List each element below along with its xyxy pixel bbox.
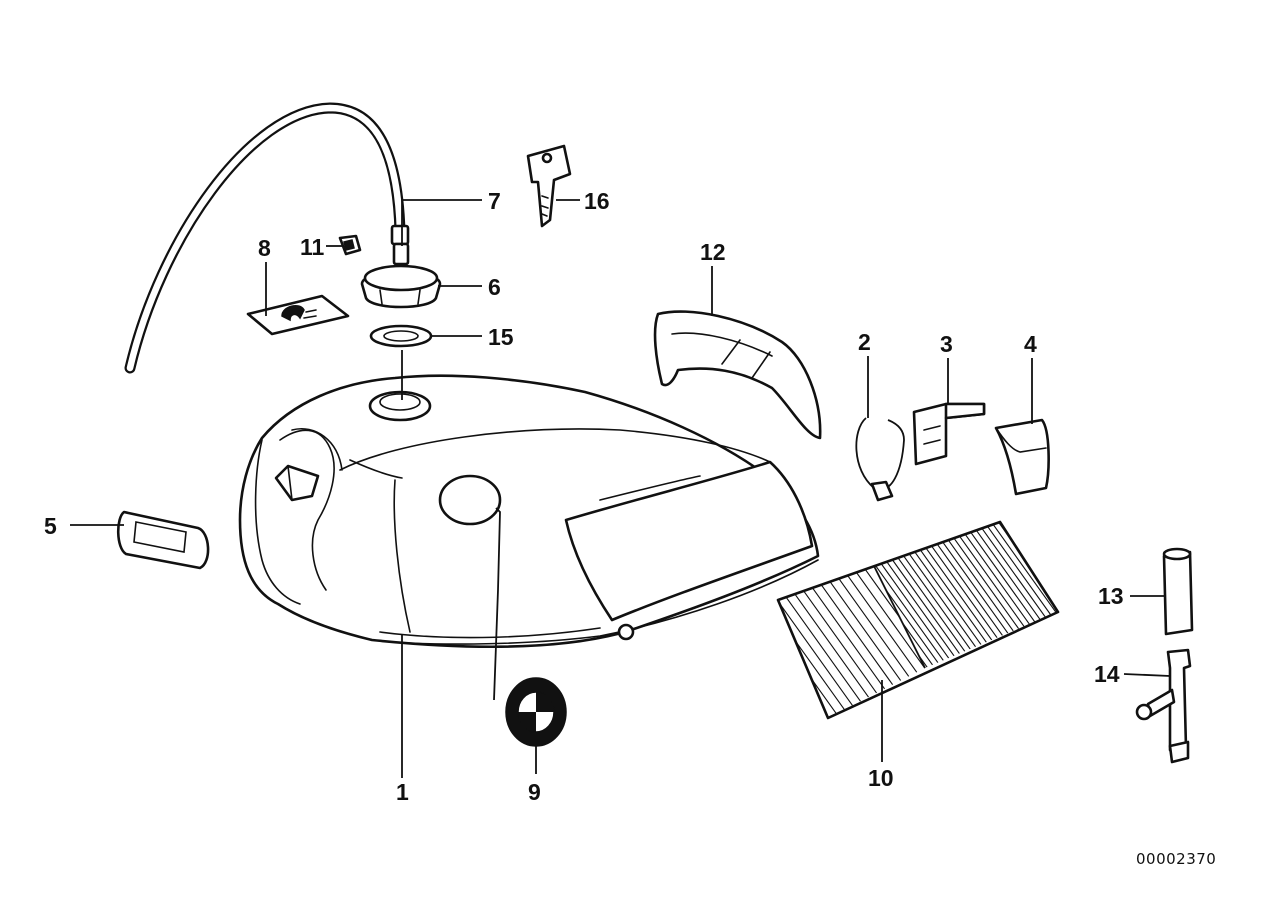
hatch-line (1072, 520, 1222, 730)
ignition-key (526, 144, 572, 228)
breather-hose (124, 102, 410, 374)
rubber-pad (994, 418, 1050, 496)
callout-2: 2 (858, 329, 871, 355)
callout-12: 12 (700, 239, 726, 265)
callout-10: 10 (868, 765, 894, 791)
callout-9: 9 (528, 779, 541, 805)
hatch-line (898, 522, 1050, 668)
hatch-line (891, 522, 1043, 668)
hatch-line (989, 522, 1058, 668)
callout-15: 15 (488, 324, 514, 350)
hatch-line (874, 522, 994, 668)
hatch-line (919, 522, 1058, 668)
filler-cap (360, 242, 442, 309)
hatch-line (1017, 520, 1167, 730)
hatch-line (778, 566, 849, 718)
mounting-bracket (912, 402, 986, 466)
callout-7: 7 (488, 188, 501, 214)
hatch-line (905, 522, 1057, 668)
callout-1: 1 (396, 779, 409, 805)
rubber-grommet (116, 510, 210, 570)
hatch-line (1010, 522, 1058, 668)
hatch-line (1024, 522, 1058, 668)
hatch-line (926, 522, 1058, 668)
callout-11: 11 (300, 234, 325, 260)
cap-gasket (369, 324, 433, 348)
callout-14: 14 (1094, 661, 1120, 687)
hatch-line (778, 566, 893, 718)
warning-label (246, 294, 350, 336)
hatch-line (912, 522, 1058, 668)
leader-lines (70, 199, 1171, 778)
hatch-line (778, 566, 871, 718)
fuel-tap (1135, 648, 1192, 764)
hatch-line (874, 522, 987, 668)
callout-16: 16 (584, 188, 610, 214)
hatch-line (884, 522, 1036, 668)
hatch-line (933, 522, 1058, 668)
hatch-line (982, 522, 1058, 668)
spring-clip (855, 417, 905, 502)
tank-emblem (505, 677, 567, 747)
knee-pad (653, 310, 822, 440)
hatch-line (947, 522, 1058, 668)
hatch-line (1074, 520, 1224, 730)
hatch-line (818, 566, 925, 718)
callout-13: 13 (1098, 583, 1124, 609)
callout-3: 3 (940, 331, 953, 357)
hatch-line (1017, 522, 1058, 668)
hatch-line (1067, 520, 1217, 730)
callout-6: 6 (488, 274, 501, 300)
fuel-hose (1162, 547, 1194, 636)
callout-5: 5 (44, 513, 57, 539)
hatch-line (940, 522, 1058, 668)
callout-labels: 1 2 3 4 5 6 7 8 9 10 11 12 13 14 15 16 (44, 188, 1124, 805)
callout-4: 4 (1024, 331, 1037, 357)
hose-clip (338, 234, 362, 256)
fuel-tank (238, 374, 820, 649)
callout-8: 8 (258, 235, 271, 261)
hatch-line (807, 566, 925, 718)
diagram-reference-number: 00002370 (1136, 850, 1216, 868)
hatch-line (778, 566, 882, 718)
